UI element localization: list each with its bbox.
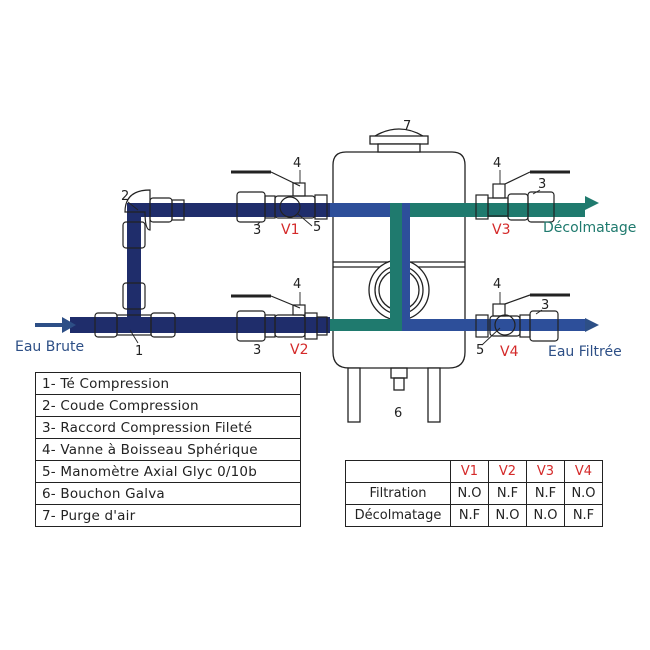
leader-lines bbox=[127, 170, 543, 346]
callout-5a: 5 bbox=[313, 220, 321, 235]
row-label: Filtration bbox=[345, 482, 451, 505]
table-corner bbox=[345, 460, 451, 483]
callout-3d: 3 bbox=[541, 298, 549, 313]
tank-vertical-teal bbox=[390, 203, 402, 327]
legend-item: 6- Bouchon Galva bbox=[35, 482, 301, 505]
tank-vertical-blue bbox=[402, 203, 410, 327]
callout-4b: 4 bbox=[293, 277, 301, 292]
callout-6: 6 bbox=[394, 406, 402, 421]
legend-item: 2- Coude Compression bbox=[35, 394, 301, 417]
table-cell: N.O bbox=[564, 482, 603, 505]
valve-state-table: V1 V2 V3 V4 Filtration N.O N.F N.F N.O D… bbox=[345, 460, 603, 527]
callout-1: 1 bbox=[135, 344, 143, 359]
table-cell: N.F bbox=[488, 482, 527, 505]
upper-inlet-pipe bbox=[135, 203, 330, 217]
components-legend: 1- Té Compression 2- Coude Compression 3… bbox=[35, 372, 301, 527]
callout-4c: 4 bbox=[493, 156, 501, 171]
filtered-arrow-head bbox=[585, 318, 599, 332]
table-header: V4 bbox=[564, 460, 603, 483]
callout-4d: 4 bbox=[493, 277, 501, 292]
legend-item: 3- Raccord Compression Fileté bbox=[35, 416, 301, 439]
table-cell: N.F bbox=[564, 504, 603, 527]
callout-3a: 3 bbox=[253, 223, 261, 238]
flow-arrows bbox=[35, 196, 599, 333]
inlet-arrow-head bbox=[62, 317, 76, 333]
filtered-pipe bbox=[482, 319, 585, 331]
table-header: V3 bbox=[526, 460, 565, 483]
tank-lower-teal bbox=[330, 319, 402, 331]
label-eau-filtree: Eau Filtrée bbox=[548, 344, 622, 360]
table-row: Filtration N.O N.F N.F N.O bbox=[345, 482, 603, 505]
table-cell: N.F bbox=[526, 482, 565, 505]
label-v3: V3 bbox=[492, 222, 510, 238]
lower-pipe-v2 bbox=[230, 317, 330, 333]
callout-7: 7 bbox=[403, 119, 411, 134]
table-cell: N.O bbox=[488, 504, 527, 527]
legend-item: 7- Purge d'air bbox=[35, 504, 301, 527]
table-header: V2 bbox=[488, 460, 527, 483]
label-eau-brute: Eau Brute bbox=[15, 339, 84, 355]
table-header: V1 bbox=[450, 460, 489, 483]
tank-upper-blue bbox=[330, 203, 390, 217]
diagram-labels: Eau Brute Eau Filtrée Décolmatage V1 V2 … bbox=[15, 119, 636, 421]
label-decolmatage: Décolmatage bbox=[543, 220, 636, 236]
inlet-pipe bbox=[70, 317, 230, 333]
legend-item: 1- Té Compression bbox=[35, 372, 301, 395]
fittings bbox=[94, 170, 570, 342]
callout-2: 2 bbox=[121, 189, 129, 204]
legend-item: 4- Vanne à Boisseau Sphérique bbox=[35, 438, 301, 461]
table-cell: N.O bbox=[450, 482, 489, 505]
table-row: Décolmatage N.F N.O N.O N.F bbox=[345, 504, 603, 527]
legend-item: 5- Manomètre Axial Glyc 0/10b bbox=[35, 460, 301, 483]
row-label: Décolmatage bbox=[345, 504, 451, 527]
label-v1: V1 bbox=[281, 222, 299, 238]
callout-5b: 5 bbox=[476, 343, 484, 358]
label-v4: V4 bbox=[500, 344, 519, 360]
callout-3c: 3 bbox=[538, 177, 546, 192]
table-cell: N.F bbox=[450, 504, 489, 527]
label-v2: V2 bbox=[290, 342, 308, 358]
table-cell: N.O bbox=[526, 504, 565, 527]
callout-3b: 3 bbox=[253, 343, 261, 358]
tank-lower-blue bbox=[402, 319, 482, 331]
callout-4a: 4 bbox=[293, 156, 301, 171]
riser-pipe bbox=[127, 203, 141, 323]
decolmatage-arrow-head bbox=[585, 196, 599, 210]
